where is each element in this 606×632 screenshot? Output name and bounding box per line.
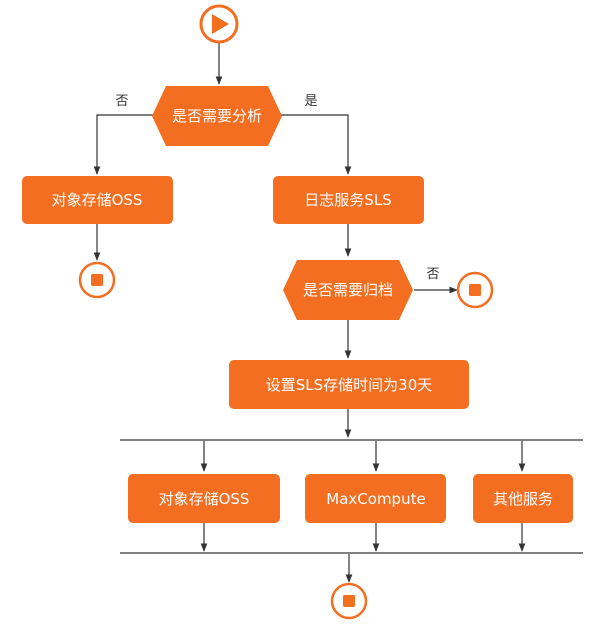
- stop-icon: [469, 284, 481, 296]
- process-maxcompute-label: MaxCompute: [326, 490, 425, 508]
- arrow-decision-no: [93, 114, 154, 175]
- stop-icon: [343, 595, 355, 607]
- arrow-decision-yes: [280, 114, 352, 175]
- end-node: [330, 582, 368, 620]
- process-sls: 日志服务SLS: [273, 176, 424, 224]
- decision-analyze-label: 是否需要分析: [172, 107, 262, 125]
- process-oss-bottom-label: 对象存储OSS: [159, 490, 250, 508]
- decision-analyze: 是否需要分析: [152, 86, 282, 146]
- play-icon: [212, 14, 229, 34]
- process-other-services-label: 其他服务: [493, 490, 553, 508]
- edge-label-yes: 是: [304, 94, 317, 109]
- start-node: [199, 4, 239, 44]
- connectors: [93, 42, 583, 583]
- process-oss-bottom: 对象存储OSS: [128, 474, 280, 523]
- process-maxcompute: MaxCompute: [305, 474, 446, 523]
- decision-archive-label: 是否需要归档: [303, 281, 393, 299]
- process-set-retention-label: 设置SLS存储时间为30天: [266, 376, 433, 394]
- stop-node-right: [456, 271, 494, 309]
- edge-label-no: 否: [115, 94, 128, 109]
- process-oss-left-label: 对象存储OSS: [52, 191, 143, 209]
- stop-icon: [91, 274, 103, 286]
- edge-label-no: 否: [426, 267, 439, 282]
- process-oss-left: 对象存储OSS: [22, 176, 173, 224]
- process-other-services: 其他服务: [473, 474, 573, 523]
- stop-node-left: [78, 261, 116, 299]
- process-sls-label: 日志服务SLS: [304, 191, 391, 209]
- decision-archive: 是否需要归档: [283, 260, 413, 320]
- process-set-retention: 设置SLS存储时间为30天: [229, 360, 469, 409]
